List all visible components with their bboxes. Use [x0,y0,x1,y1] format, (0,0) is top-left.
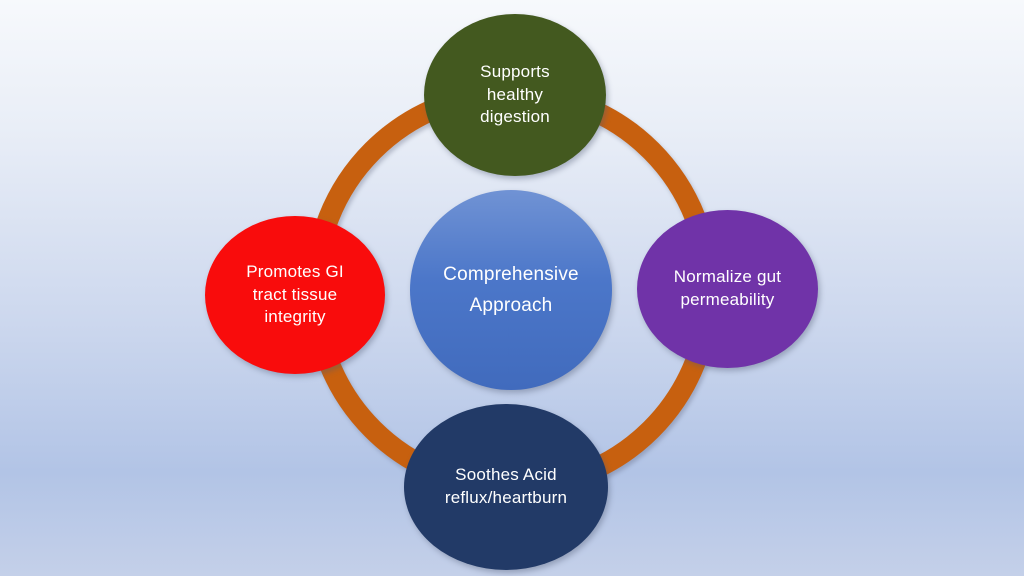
node-comprehensive-approach: Comprehensive Approach [410,190,612,390]
node-label-promotes-gi-tract-integrity: Promotes GI tract tissue integrity [246,261,344,327]
node-supports-healthy-digestion: Supports healthy digestion [424,14,606,176]
node-label-comprehensive-approach: Comprehensive Approach [443,263,579,316]
node-label-supports-healthy-digestion: Supports healthy digestion [480,61,550,127]
node-normalize-gut-permeability: Normalize gut permeability [637,210,818,368]
node-soothes-acid-reflux: Soothes Acid reflux/heartburn [404,404,608,570]
node-promotes-gi-tract-integrity: Promotes GI tract tissue integrity [205,216,385,374]
node-label-soothes-acid-reflux: Soothes Acid reflux/heartburn [444,465,568,507]
node-label-normalize-gut-permeability: Normalize gut permeability [673,267,782,309]
